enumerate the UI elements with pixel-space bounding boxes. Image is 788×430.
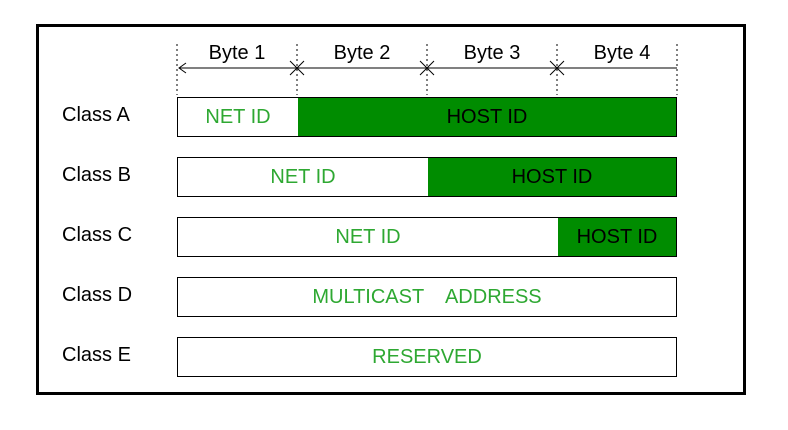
diagram-frame [36, 24, 746, 395]
boundary-x-marks [289, 60, 565, 76]
class-c-label: Class C [62, 224, 133, 246]
class-a-net-id: NET ID [178, 98, 298, 136]
class-c-net-id: NET ID [178, 218, 558, 256]
byte-2-label: Byte 2 [333, 42, 391, 64]
byte-4-label: Byte 4 [593, 42, 651, 64]
class-a-bar: NET ID HOST ID [177, 97, 677, 137]
class-d-bar: MULTICAST ADDRESS [177, 277, 677, 317]
class-e-label: Class E [62, 344, 131, 366]
class-a-label: Class A [62, 104, 130, 126]
class-d-multicast-address: MULTICAST ADDRESS [178, 278, 676, 316]
class-b-bar: NET ID HOST ID [177, 157, 677, 197]
class-b-label: Class B [62, 164, 131, 186]
class-b-host-id: HOST ID [428, 158, 676, 196]
byte-3-label: Byte 3 [463, 42, 521, 64]
class-c-host-id: HOST ID [558, 218, 676, 256]
ruler-arrow-left [178, 62, 187, 74]
class-e-bar: RESERVED [177, 337, 677, 377]
class-a-host-id: HOST ID [298, 98, 676, 136]
byte-1-label: Byte 1 [208, 42, 266, 64]
class-b-net-id: NET ID [178, 158, 428, 196]
class-c-bar: NET ID HOST ID [177, 217, 677, 257]
class-d-label: Class D [62, 284, 133, 306]
class-e-reserved: RESERVED [178, 338, 676, 376]
